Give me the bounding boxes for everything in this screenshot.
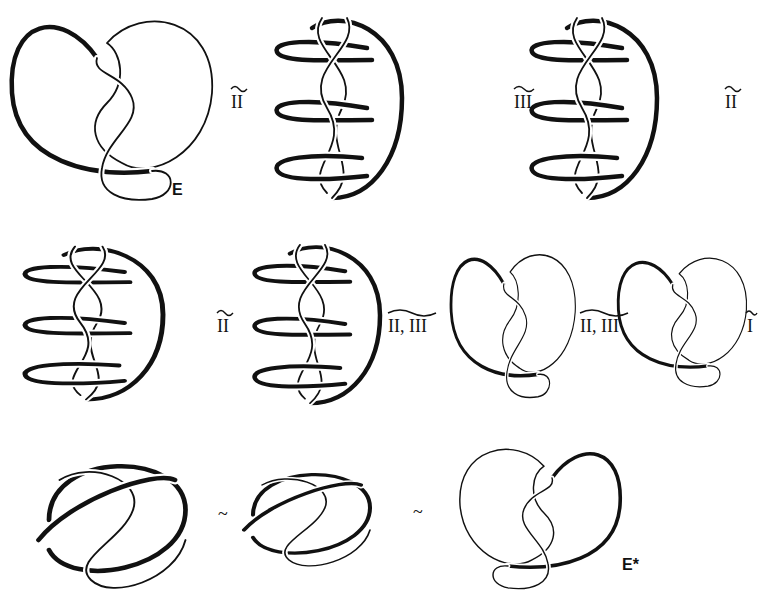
move-label: ~ [413,503,423,521]
move-label: II [217,317,229,335]
move-label: II [231,93,243,111]
move-label: II, III [580,317,619,335]
move-label: I [747,317,753,335]
move-label: II, III [388,317,427,335]
knot-name: E* [622,557,639,573]
move-label: III [514,93,532,111]
move-label: II [725,93,737,111]
knot-name: E [172,182,183,198]
move-label: ~ [218,505,228,523]
